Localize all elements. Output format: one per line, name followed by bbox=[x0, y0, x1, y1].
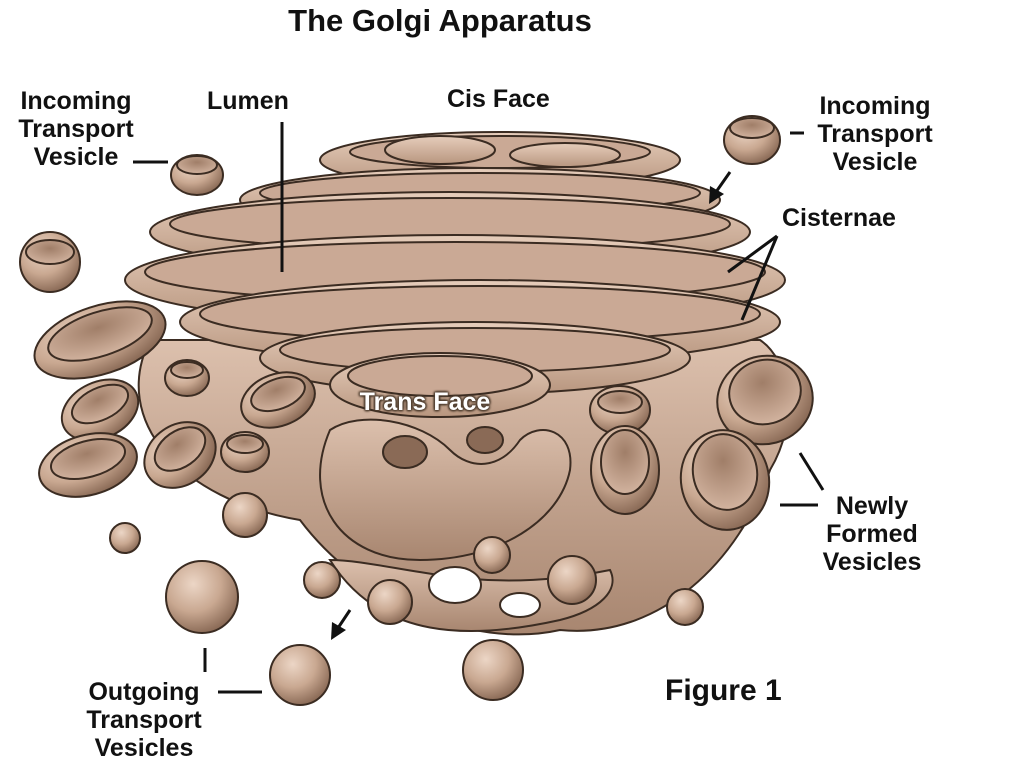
vesicle-cup bbox=[143, 421, 217, 489]
golgi-stack bbox=[124, 131, 790, 636]
arrow-outgoing-icon bbox=[331, 609, 352, 640]
vesicle-sphere bbox=[109, 522, 141, 554]
label-newly-formed-vesicles: Newly Formed Vesicles bbox=[808, 492, 936, 576]
incoming-vesicle-right bbox=[723, 115, 781, 165]
label-line: Transport bbox=[817, 120, 933, 148]
outgoing-vesicle bbox=[269, 644, 331, 706]
vesicle-sphere bbox=[473, 536, 511, 574]
label-line: Incoming bbox=[20, 87, 132, 115]
pointer-cisternae-a bbox=[727, 234, 778, 274]
vesicle-cup bbox=[38, 432, 138, 498]
vesicle-cup bbox=[220, 431, 270, 473]
outgoing-vesicle bbox=[165, 560, 239, 634]
vesicle-cup bbox=[240, 371, 316, 429]
vesicle-sphere bbox=[367, 579, 413, 625]
label-line: Transport bbox=[18, 115, 134, 143]
label-trans-face: Trans Face bbox=[359, 388, 491, 416]
newly-formed-vesicle bbox=[716, 354, 814, 446]
trans-face-cisterna bbox=[259, 321, 691, 418]
newly-formed-vesicle bbox=[679, 429, 771, 531]
pointer-cisternae-b bbox=[740, 235, 779, 321]
vesicle-cup bbox=[590, 425, 660, 515]
label-line: Vesicle bbox=[33, 143, 119, 171]
arrow-incoming-icon bbox=[709, 171, 732, 204]
label-line: Outgoing bbox=[88, 678, 200, 706]
label-line: Formed bbox=[826, 520, 918, 548]
vesicle-cups bbox=[19, 115, 814, 531]
label-line: Incoming bbox=[819, 92, 931, 120]
arrows bbox=[331, 171, 732, 640]
label-line: Transport bbox=[86, 706, 202, 734]
vesicle-sphere bbox=[547, 555, 597, 605]
vesicle-cup bbox=[164, 359, 210, 397]
label-line: Vesicles bbox=[94, 734, 194, 762]
vesicle-cup bbox=[33, 300, 167, 380]
label-cis-face: Cis Face bbox=[447, 85, 550, 113]
label-lumen: Lumen bbox=[207, 87, 289, 115]
vesicle-sphere bbox=[303, 561, 341, 599]
label-incoming-transport-vesicle-right: Incoming Transport Vesicle bbox=[800, 92, 950, 176]
incoming-vesicle-left bbox=[170, 154, 224, 196]
label-line: Vesicles bbox=[822, 548, 922, 576]
page-title: The Golgi Apparatus bbox=[288, 3, 592, 38]
sphere-vesicles bbox=[109, 492, 704, 706]
vesicle-cup bbox=[589, 385, 651, 435]
label-outgoing-transport-vesicles: Outgoing Transport Vesicles bbox=[70, 678, 218, 762]
figure-label: Figure 1 bbox=[665, 674, 782, 707]
label-line: Vesicle bbox=[832, 148, 918, 176]
pointer-newly-formed-a bbox=[798, 452, 825, 491]
pointer-lines bbox=[133, 122, 825, 694]
vesicle-sphere bbox=[666, 588, 704, 626]
vesicle-sphere bbox=[222, 492, 268, 538]
label-cisternae: Cisternae bbox=[782, 204, 896, 232]
label-incoming-transport-vesicle-left: Incoming Transport Vesicle bbox=[2, 87, 150, 171]
label-line: Newly bbox=[835, 492, 909, 520]
outgoing-vesicle bbox=[462, 639, 524, 701]
vesicle-cup bbox=[19, 231, 81, 293]
